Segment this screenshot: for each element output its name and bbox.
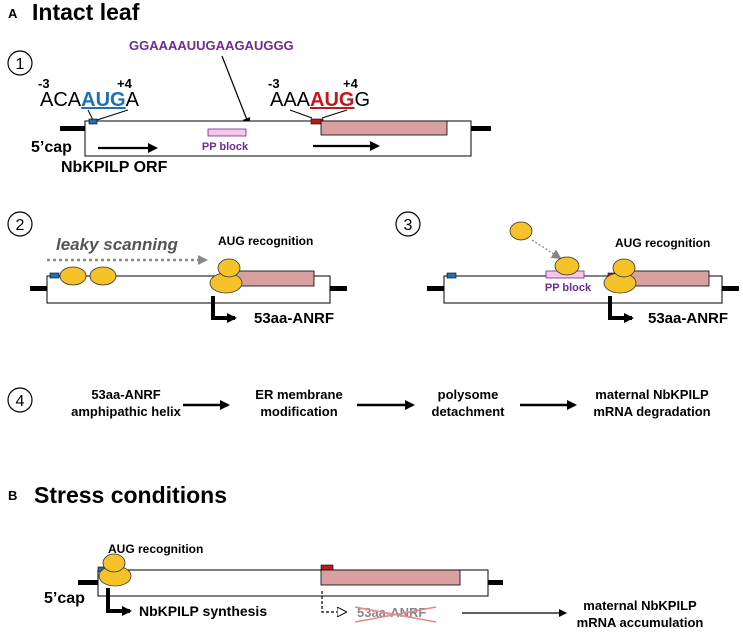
first-aug-minus3: -3 bbox=[38, 76, 50, 91]
flow-1-line-2: amphipathic helix bbox=[71, 404, 182, 419]
panel-a-title: Intact leaf bbox=[32, 0, 140, 25]
ribosome-approach-arrow bbox=[531, 239, 562, 260]
scanning-ribosome-2 bbox=[89, 266, 117, 286]
panel-a-letter: A bbox=[8, 6, 18, 21]
second-aug-codon: AUG bbox=[310, 89, 354, 111]
synthesis-arrow bbox=[106, 588, 132, 616]
first-aug-plus4: +4 bbox=[117, 76, 133, 91]
step-1-circle bbox=[7, 50, 33, 76]
synthesis-label: NbKPILP synthesis bbox=[139, 603, 267, 619]
initiating-ribosome-small bbox=[217, 258, 241, 278]
flow-3-line-1: polysome bbox=[438, 387, 499, 402]
step-2-initiation-arrow bbox=[211, 296, 237, 323]
pp-block-box bbox=[207, 128, 247, 137]
blocked-initiation-arrow bbox=[321, 591, 345, 612]
panel-b-cap: 5’cap bbox=[44, 590, 85, 607]
first-aug-codon: AUG bbox=[81, 89, 125, 111]
step-4-number: 4 bbox=[16, 393, 25, 410]
step-4: 4 53aa-ANRF amphipathic helix ER membran… bbox=[7, 387, 711, 419]
approaching-ribosome bbox=[509, 221, 533, 241]
second-aug-context: AAAAUGG bbox=[270, 89, 370, 111]
flow-2-line-1: ER membrane bbox=[255, 387, 342, 402]
step-3: 3 AUG recognition PP block 53aa-ANRF bbox=[395, 211, 739, 327]
panel-b: B Stress conditions AUG recognition 5’ca… bbox=[8, 482, 703, 630]
anrf-orf-box bbox=[320, 120, 448, 136]
pp-block-label: PP block bbox=[202, 141, 249, 153]
stalled-ribosome bbox=[554, 256, 580, 276]
scanning-ribosome-1 bbox=[59, 266, 87, 286]
flow-4-line-2: mRNA degradation bbox=[593, 404, 710, 419]
flow-3-line-2: detachment bbox=[432, 404, 506, 419]
panel-b-ribosome-small bbox=[102, 553, 126, 573]
panel-b-orf-box bbox=[320, 569, 461, 586]
step-3-circle bbox=[395, 211, 421, 237]
step-2-aug-recognition: AUG recognition bbox=[218, 234, 313, 248]
step-3-ribosome-small bbox=[612, 258, 636, 278]
panel-b-letter: B bbox=[8, 488, 17, 503]
cross-line-2 bbox=[354, 606, 437, 623]
step-3-pp-block-label: PP block bbox=[545, 282, 592, 294]
step-2: 2 leaky scanning AUG recognition 53aa-AN… bbox=[7, 211, 347, 327]
upstream-aug-marker bbox=[88, 118, 98, 125]
second-aug-minus3: -3 bbox=[268, 76, 280, 91]
step-3-aug-recognition: AUG recognition bbox=[615, 236, 710, 250]
step-4-circle bbox=[7, 387, 33, 413]
leaky-scanning-label: leaky scanning bbox=[56, 235, 179, 254]
step-3-number: 3 bbox=[404, 217, 413, 234]
second-aug-plus4: +4 bbox=[343, 76, 359, 91]
step-2-circle bbox=[7, 211, 33, 237]
flow-1-line-1: 53aa-ANRF bbox=[91, 387, 160, 402]
pp-sequence-label: GGAAAAUUGAAGAUGGG bbox=[129, 38, 294, 53]
orf-label: NbKPILP ORF bbox=[61, 159, 168, 176]
outcome-line-1: maternal NbKPILP bbox=[583, 598, 697, 613]
flow-4-line-1: maternal NbKPILP bbox=[595, 387, 709, 402]
step-1-number: 1 bbox=[16, 56, 25, 73]
step-1: 1 GGAAAAUUGAAGAUGGG -3 +4 ACAAUGA -3 +4 … bbox=[7, 38, 491, 176]
flow-2-line-2: modification bbox=[260, 404, 337, 419]
cap-label: 5’cap bbox=[31, 139, 72, 156]
step-3-initiation-arrow bbox=[608, 296, 634, 323]
step-2-product: 53aa-ANRF bbox=[254, 310, 334, 327]
step-3-product: 53aa-ANRF bbox=[648, 310, 728, 327]
outcome-line-2: mRNA accumulation bbox=[577, 615, 704, 630]
first-aug-context: ACAAUGA bbox=[40, 89, 140, 111]
step-2-number: 2 bbox=[16, 217, 25, 234]
panel-b-title: Stress conditions bbox=[34, 482, 227, 508]
sequence-pointer-arrow bbox=[221, 55, 251, 126]
panel-b-aug-recognition: AUG recognition bbox=[108, 542, 203, 556]
